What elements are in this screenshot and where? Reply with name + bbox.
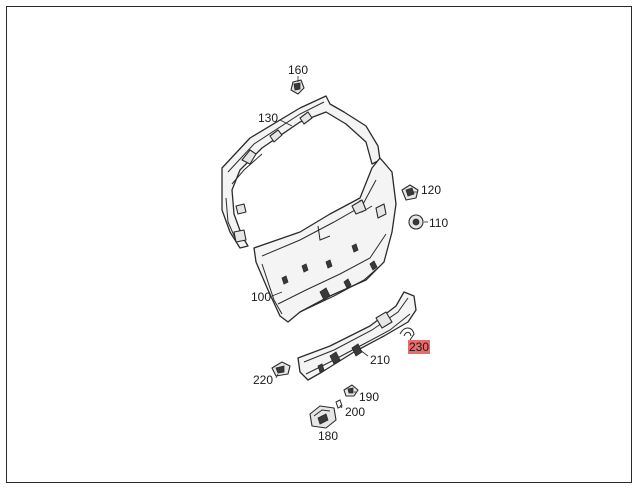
- callout-200[interactable]: 200: [345, 405, 366, 419]
- part-200-pin[interactable]: [335, 399, 343, 409]
- callout-120[interactable]: 120: [421, 183, 442, 197]
- part-130-upper-frame-trim[interactable]: [221, 95, 381, 249]
- part-190-cap[interactable]: [343, 384, 359, 397]
- callout-180[interactable]: 180: [318, 429, 339, 443]
- callout-130[interactable]: 130: [258, 111, 279, 125]
- part-220-clip[interactable]: [271, 361, 291, 377]
- part-110-button-clip[interactable]: [408, 214, 424, 230]
- callout-220[interactable]: 220: [253, 373, 274, 387]
- part-180-switch[interactable]: [309, 405, 337, 429]
- part-160-clip[interactable]: [290, 79, 305, 95]
- callout-110[interactable]: 110: [429, 216, 449, 230]
- diagram-frame: [6, 6, 632, 483]
- part-210-lower-trim[interactable]: [297, 291, 417, 381]
- callout-100[interactable]: 100: [251, 290, 272, 304]
- part-100-inner-panel[interactable]: [253, 157, 397, 323]
- callout-230-highlighted[interactable]: 230: [408, 340, 431, 354]
- callout-210[interactable]: 210: [370, 353, 391, 367]
- callout-160[interactable]: 160: [288, 63, 309, 77]
- part-120-fastener[interactable]: [401, 184, 419, 201]
- callout-190[interactable]: 190: [359, 390, 380, 404]
- leader-lines: [271, 76, 428, 409]
- part-230-clip[interactable]: [399, 327, 415, 341]
